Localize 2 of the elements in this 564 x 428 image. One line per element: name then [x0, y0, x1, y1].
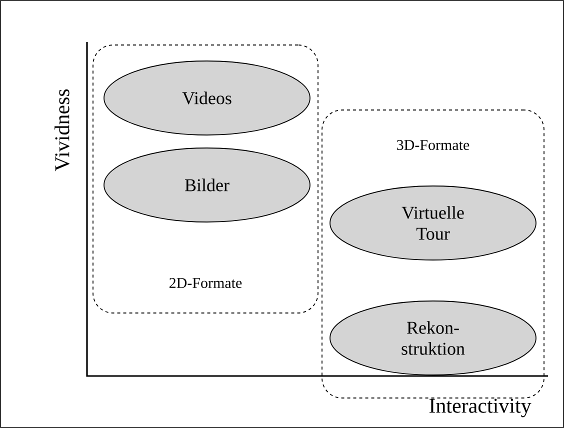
axis-label: Interactivity — [429, 398, 532, 418]
axis-label: Vividness — [54, 89, 70, 172]
